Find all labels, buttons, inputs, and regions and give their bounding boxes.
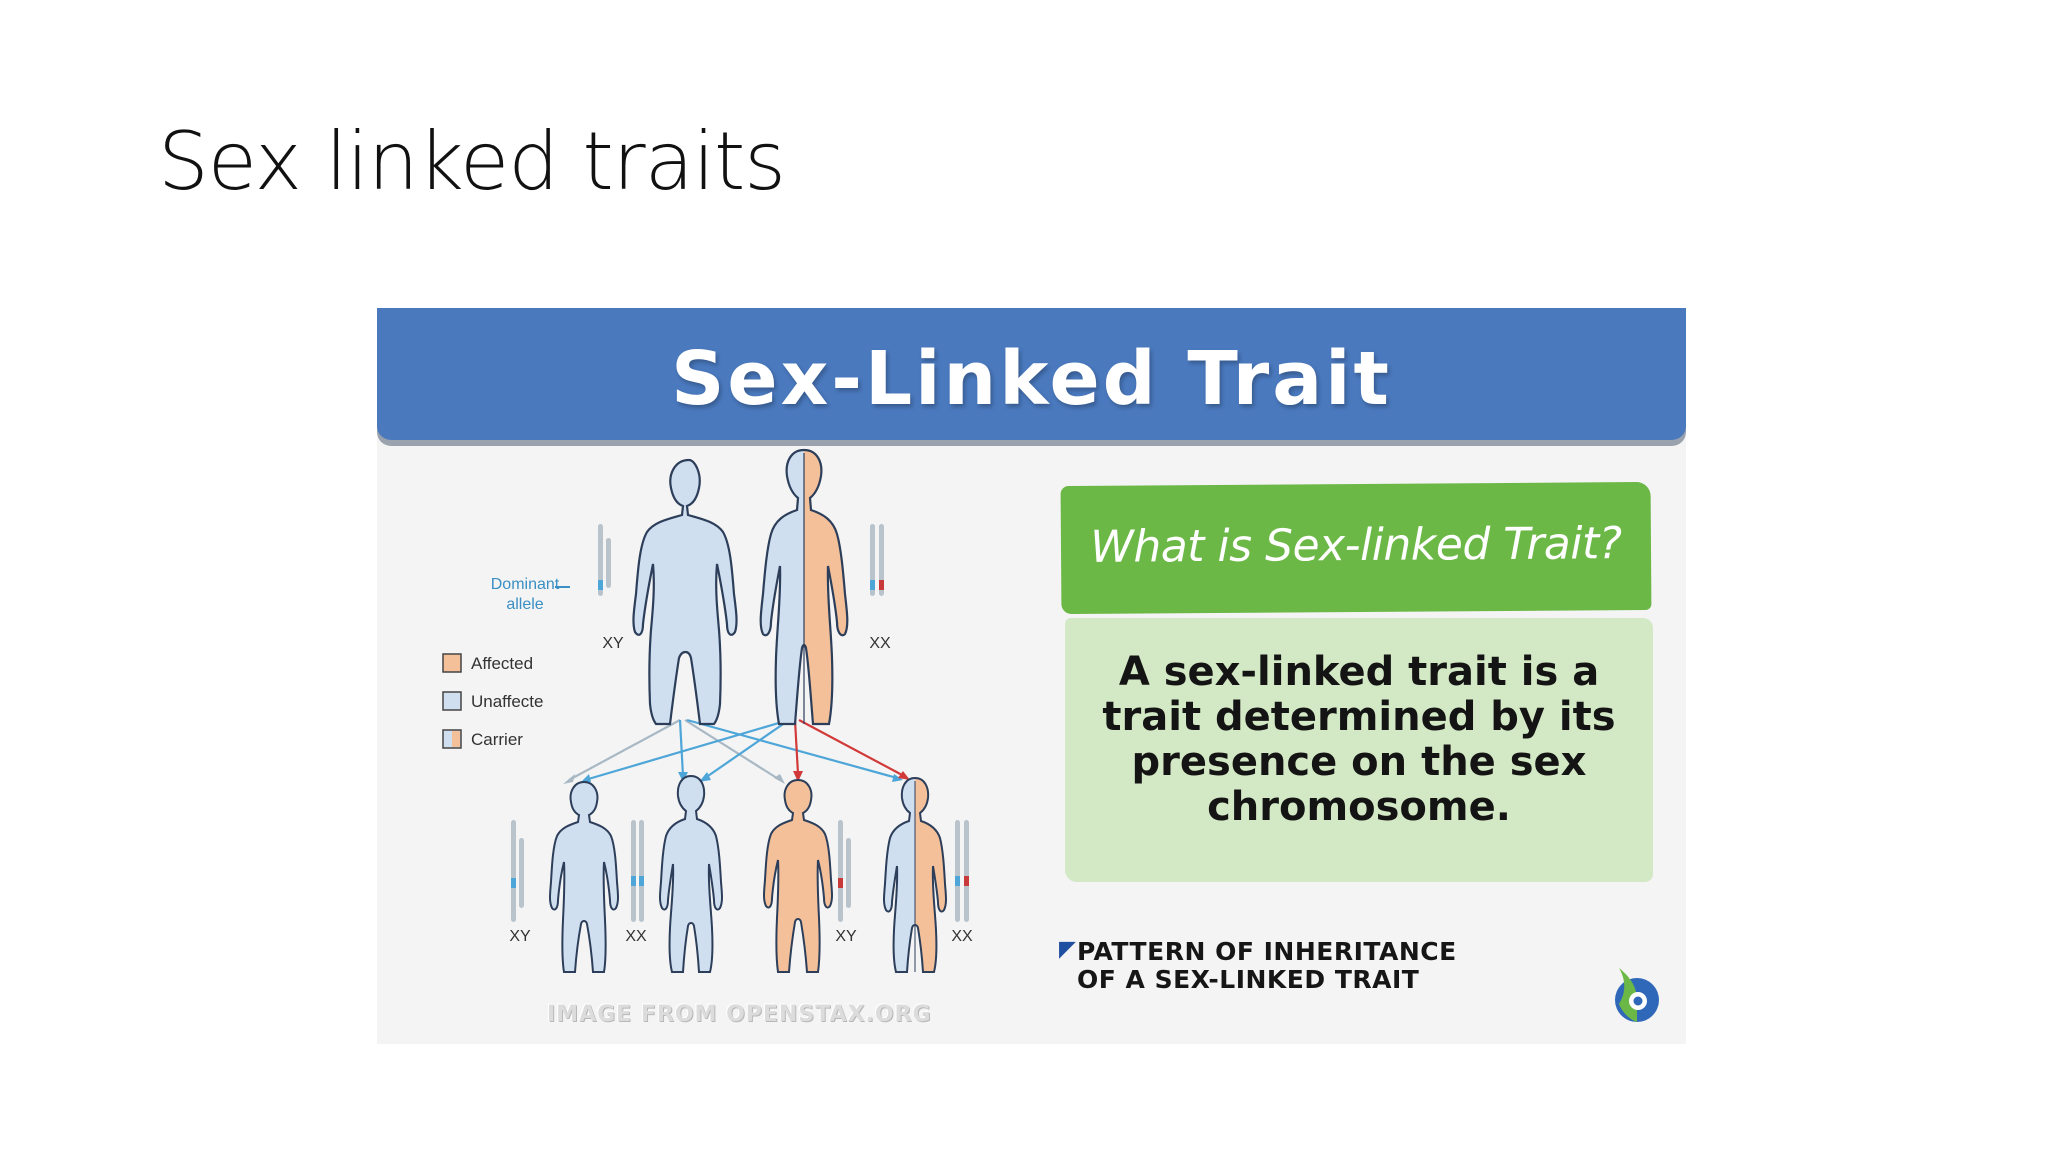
child2-chromosomes — [631, 820, 644, 922]
title-banner: Sex-Linked Trait — [377, 308, 1686, 440]
child4-figure — [883, 776, 947, 973]
infographic-image: Sex-Linked Trait Dominant allele Affecte… — [377, 308, 1686, 1044]
brand-swirl-icon — [1615, 968, 1659, 1022]
diagram-caption: ◤ PATTERN OF INHERITANCE OF A SEX-LINKED… — [1059, 937, 1457, 994]
legend-affected-label: Affected — [471, 654, 533, 673]
genotype-label-child4: XX — [951, 928, 973, 945]
question-heading: What is Sex-linked Trait? — [1090, 518, 1622, 573]
definition-panel: A sex-linked trait is a trait determined… — [1065, 618, 1653, 882]
definition-text: A sex-linked trait is a trait determined… — [1102, 649, 1616, 830]
genotype-label-father: XY — [602, 635, 624, 652]
legend-unaffected-swatch — [442, 691, 462, 711]
image-credit: IMAGE FROM OPENSTAX.ORG — [547, 1002, 932, 1027]
parent-mother-figure — [759, 448, 849, 726]
caption-line-1: PATTERN OF INHERITANCE — [1077, 937, 1457, 966]
dominant-allele-label: Dominant — [491, 576, 560, 593]
child2-figure — [659, 774, 723, 973]
child1-chromosomes — [511, 820, 524, 922]
caption-marker-icon: ◤ — [1059, 937, 1077, 962]
genotype-label-child2: XX — [625, 928, 647, 945]
child3-figure — [763, 778, 833, 973]
inheritance-arrows — [563, 718, 910, 784]
question-heading-panel: What is Sex-linked Trait? — [1060, 481, 1652, 615]
slide-title: Sex linked traits — [158, 115, 786, 208]
child3-chromosomes — [838, 820, 851, 922]
parent-father-figure — [632, 458, 738, 726]
genotype-label-mother: XX — [869, 635, 891, 652]
caption-line-2: OF A SEX-LINKED TRAIT — [1077, 965, 1420, 994]
genotype-label-child1: XY — [509, 928, 531, 945]
parent-mother-chromosomes — [870, 524, 884, 596]
legend: Affected Unaffecte Carrier — [442, 653, 543, 749]
inheritance-diagram: Dominant allele Affected Unaffecte Carri… — [442, 448, 973, 973]
legend-unaffected-label: Unaffecte — [471, 692, 543, 711]
child4-chromosomes — [955, 820, 969, 922]
banner-title: Sex-Linked Trait — [671, 336, 1392, 422]
child1-figure — [549, 780, 619, 973]
genotype-label-child3: XY — [835, 928, 857, 945]
legend-affected-swatch — [442, 653, 462, 673]
parent-father-chromosomes — [598, 524, 611, 596]
legend-carrier-label: Carrier — [471, 730, 523, 749]
dominant-allele-label-2: allele — [506, 596, 543, 613]
